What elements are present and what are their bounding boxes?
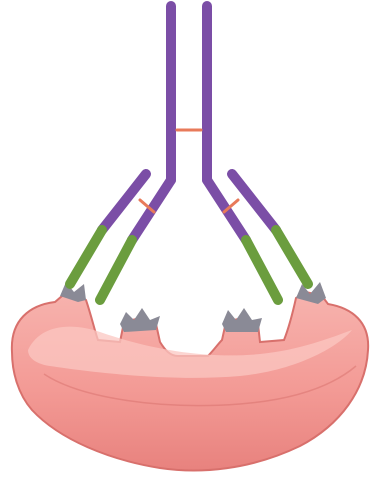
heavy-chain-arm-right-variable bbox=[246, 240, 278, 300]
antigen-cell-icon bbox=[12, 292, 368, 470]
epitope-spike-icon bbox=[120, 308, 160, 332]
epitope-spikes bbox=[60, 282, 326, 332]
antibody-icon bbox=[70, 6, 308, 300]
antigen-cell-body bbox=[12, 292, 368, 470]
epitope-spike-icon bbox=[222, 308, 262, 332]
light-chain-right-variable bbox=[276, 230, 308, 284]
heavy-chain-arm-left-variable bbox=[100, 240, 132, 300]
light-chain-left-variable bbox=[70, 230, 102, 284]
